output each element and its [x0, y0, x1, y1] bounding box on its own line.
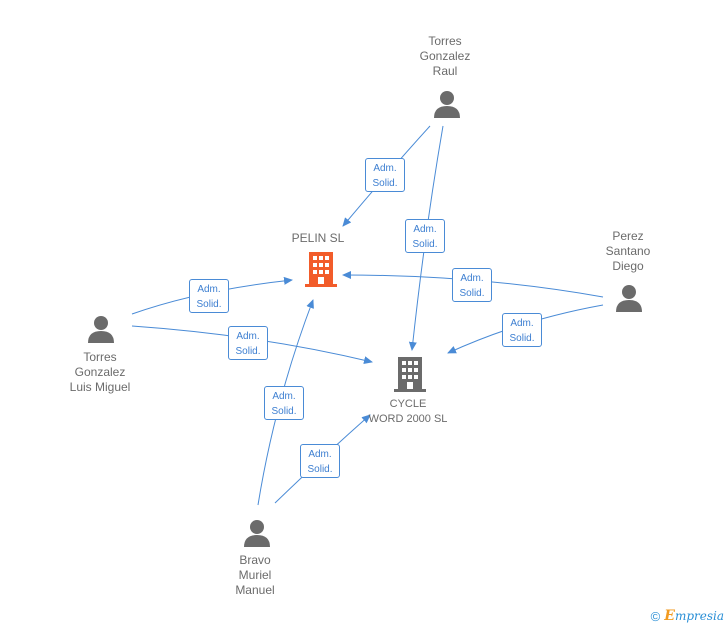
company-label-pelin: PELIN SL: [291, 231, 345, 245]
relation-label-manuel-cycle[interactable]: Adm.Solid.: [300, 444, 340, 478]
person-icon[interactable]: [86, 314, 116, 344]
relation-label-luis-cycle[interactable]: Adm.Solid.: [228, 326, 268, 360]
brand-logo[interactable]: Empresia: [664, 608, 724, 624]
company-label-cycle: CYCLE WORD 2000 SL: [368, 398, 448, 425]
relation-label-raul-pelin[interactable]: Adm.Solid.: [365, 158, 405, 192]
relation-label-luis-pelin[interactable]: Adm.Solid.: [189, 279, 229, 313]
relation-label-diego-cycle[interactable]: Adm.Solid.: [502, 313, 542, 347]
person-label-diego: Perez Santano Diego: [605, 229, 651, 273]
copyright-icon: ©: [650, 608, 661, 624]
person-label-manuel: Bravo Muriel Manuel: [235, 553, 275, 597]
relation-label-raul-cycle[interactable]: Adm.Solid.: [405, 219, 445, 253]
person-icon[interactable]: [242, 518, 272, 548]
person-icon[interactable]: [432, 89, 462, 119]
person-label-raul: Torres Gonzalez Raul: [419, 34, 471, 78]
relation-label-manuel-pelin[interactable]: Adm.Solid.: [264, 386, 304, 420]
person-icon[interactable]: [614, 283, 644, 313]
building-icon[interactable]: [394, 356, 426, 392]
building-icon[interactable]: [305, 251, 337, 287]
footer-brand: © Empresia: [651, 608, 724, 624]
relation-label-diego-pelin[interactable]: Adm.Solid.: [452, 268, 492, 302]
person-label-luis: Torres Gonzalez Luis Miguel: [69, 350, 131, 394]
